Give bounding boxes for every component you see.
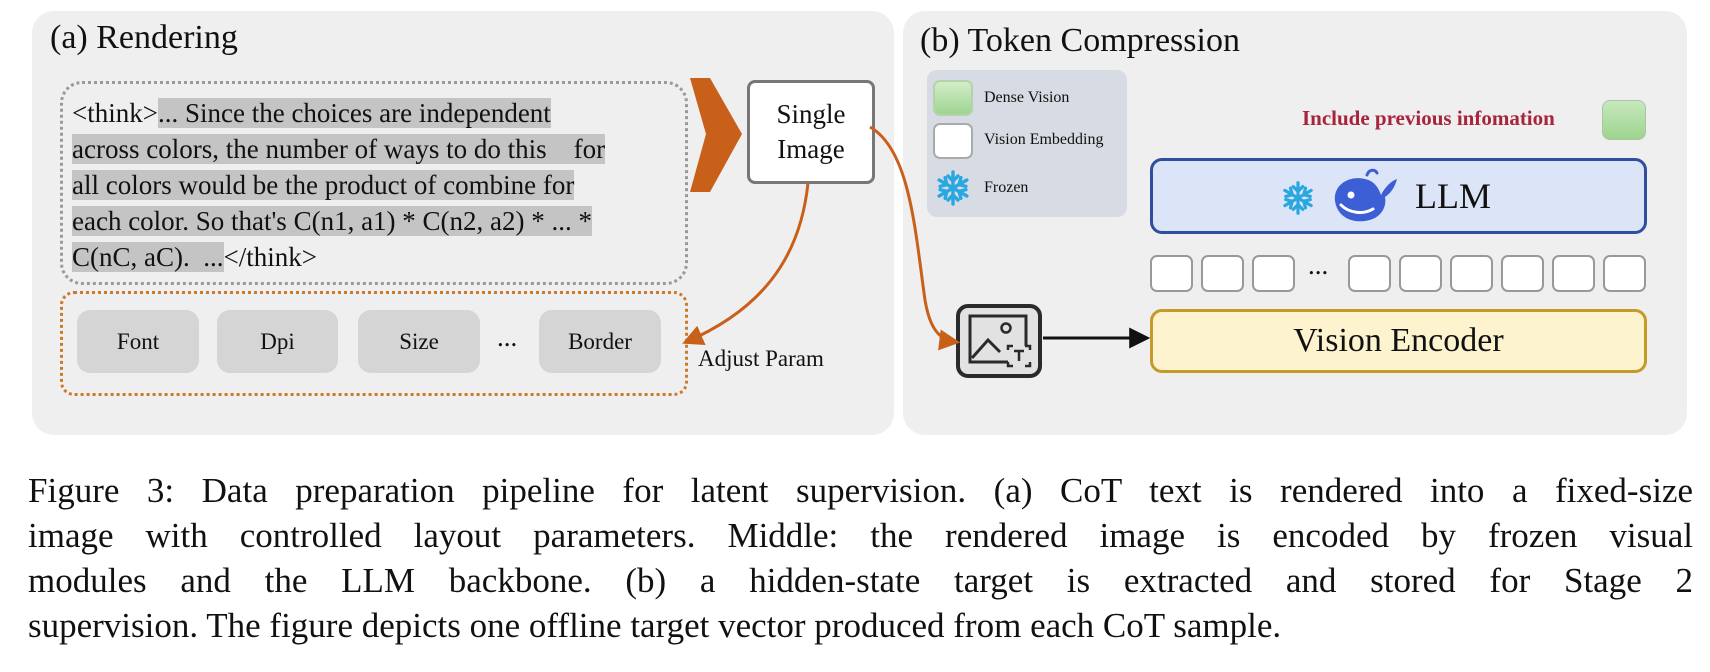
param-font: Font (77, 310, 199, 373)
think-line-5: C(nC, aC). ...</think> (72, 240, 317, 274)
vision-encoder-box: Vision Encoder (1150, 309, 1647, 373)
think-close-tag: </think> (223, 242, 317, 272)
think-highlight-2: across colors, the number of ways to do … (72, 134, 606, 164)
caption-line-2: image with controlled layout parameters.… (28, 516, 1693, 555)
caption-line-4: supervision. The figure depicts one offl… (28, 606, 1282, 645)
token-8 (1552, 255, 1595, 292)
image-to-encoder-arrow (869, 125, 961, 351)
rendering-title: (a) Rendering (50, 19, 238, 56)
think-highlight-3: all colors would be the product of combi… (72, 170, 575, 200)
token-compression-title: (b) Token Compression (920, 22, 1240, 59)
token-6 (1450, 255, 1493, 292)
token-5 (1399, 255, 1442, 292)
think-line-1: <think>... Since the choices are indepen… (72, 96, 551, 130)
adjust-param-arrow (682, 182, 810, 345)
vision-encoder-label: Vision Encoder (1293, 322, 1504, 359)
whale-logo-icon (1334, 168, 1397, 222)
caption-line-1: Figure 3: Data preparation pipeline for … (28, 471, 1693, 510)
legend-vision-embedding: Vision Embedding (984, 131, 1104, 148)
snowflake-icon (934, 170, 972, 206)
include-previous-swatch (1602, 100, 1646, 140)
token-ellipsis: ... (1308, 250, 1329, 280)
single-image-label-1: Single (776, 99, 846, 129)
llm-box (1150, 158, 1647, 234)
render-arrow (690, 78, 742, 192)
think-open-tag: <think> (72, 98, 158, 128)
token-4 (1348, 255, 1391, 292)
dense-vision-swatch (933, 80, 973, 116)
think-line-4: each color. So that's C(n1, a1) * C(n2, … (72, 204, 593, 238)
param-size: Size (358, 310, 480, 373)
single-image-label-2: Image (777, 134, 845, 164)
token-3 (1252, 255, 1295, 292)
think-line-3: all colors would be the product of combi… (72, 168, 575, 202)
llm-snowflake-icon (1280, 181, 1316, 215)
think-highlight-1: ... Since the choices are independent (157, 98, 551, 128)
param-dpi: Dpi (217, 310, 338, 373)
single-image-box: Single Image (747, 80, 875, 184)
vision-embedding-swatch (933, 123, 973, 159)
legend-dense-vision: Dense Vision (984, 89, 1070, 106)
token-9 (1603, 255, 1646, 292)
caption-line-3: modules and the LLM backbone. (b) a hidd… (28, 561, 1693, 600)
llm-label: LLM (1415, 176, 1491, 216)
image-icon (956, 304, 1042, 378)
params-ellipsis: ... (497, 322, 518, 352)
figure-caption: Figure 3: Data preparation pipeline for … (28, 468, 1693, 648)
include-previous-label: Include previous infomation (1302, 106, 1555, 130)
token-7 (1501, 255, 1544, 292)
think-highlight-4: each color. So that's C(n1, a1) * C(n2, … (72, 206, 593, 236)
adjust-param-label: Adjust Param (698, 346, 824, 371)
token-1 (1150, 255, 1193, 292)
param-border: Border (539, 310, 661, 373)
think-highlight-5: C(nC, aC). ... (72, 242, 224, 272)
legend-frozen: Frozen (984, 179, 1029, 196)
token-2 (1201, 255, 1244, 292)
think-line-2: across colors, the number of ways to do … (72, 132, 606, 166)
think-text-box (60, 81, 688, 285)
